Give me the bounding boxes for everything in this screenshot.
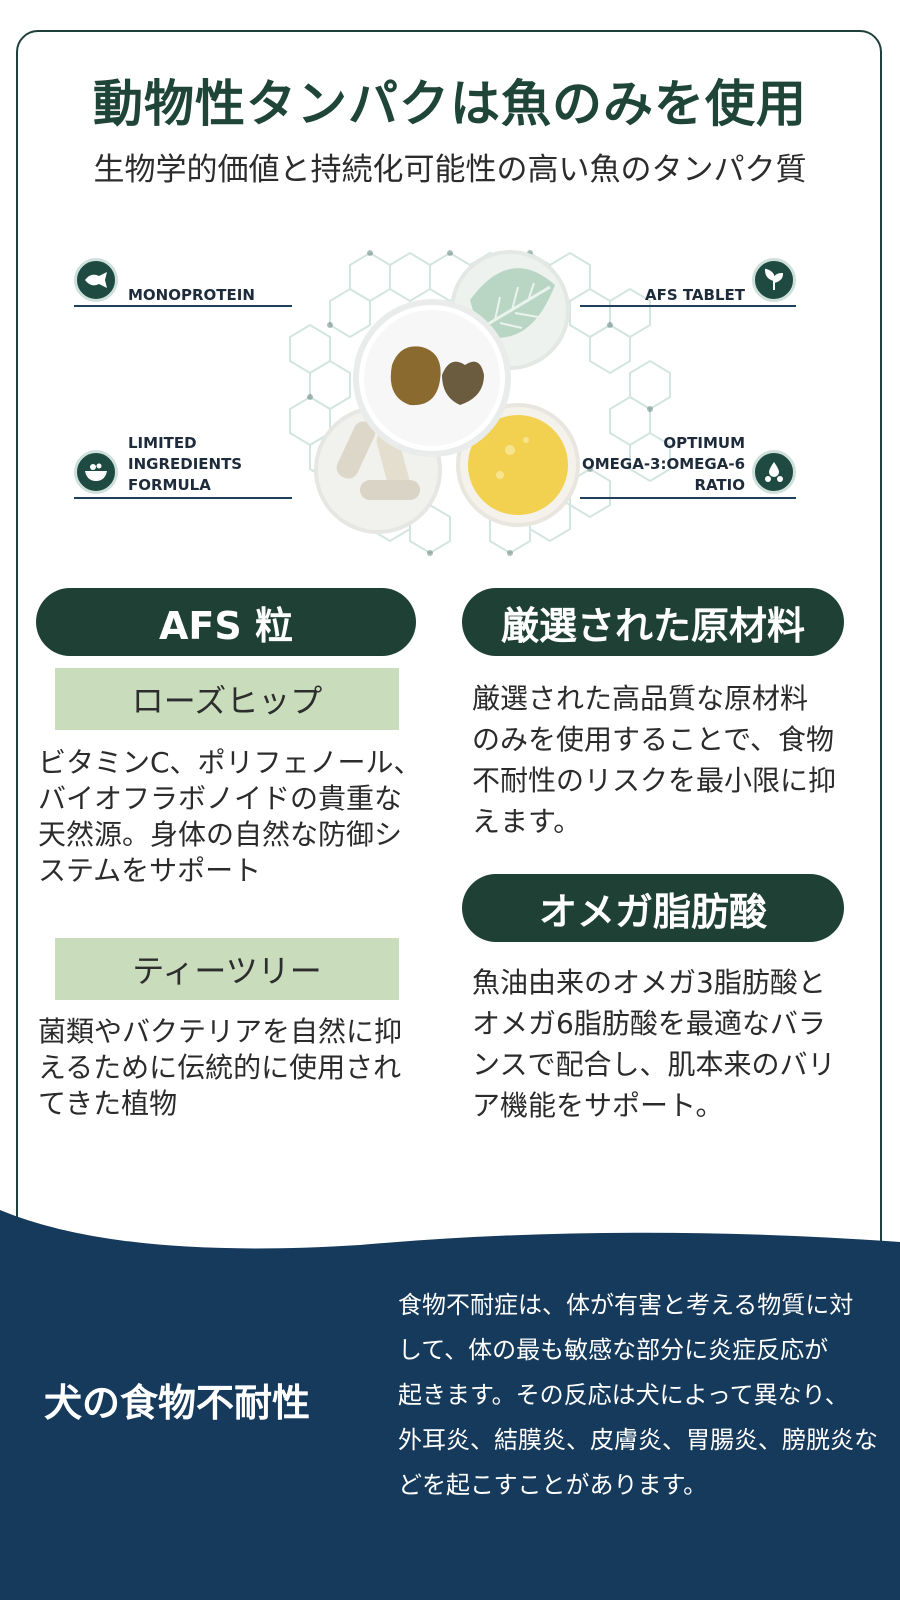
feature-omega-line-2: OMEGA-3:OMEGA-6 <box>581 455 745 473</box>
intolerance-line-3: 起きます。その反応は犬によって異なり、 <box>398 1381 849 1409</box>
intolerance-line-4: 外耳炎、結膜炎、皮膚炎、胃腸炎、膀胱炎な <box>398 1426 878 1454</box>
omega-heading: オメガ脂肪酸 <box>462 874 844 942</box>
plant-icon <box>752 258 796 302</box>
rosehip-line-2: バイオフラボノイドの貴重な <box>38 782 403 815</box>
hexagon-background <box>289 250 671 556</box>
feature-limited-line-1: LIMITED <box>128 434 197 452</box>
omega-description: 魚油由来のオメガ3脂肪酸と オメガ6脂肪酸を最適なバラ ンスで配合し、肌本来のバ… <box>472 962 835 1126</box>
intolerance-line-5: どを起こすことがあります。 <box>398 1471 708 1499</box>
intolerance-heading: 犬の食物不耐性 <box>44 1381 311 1425</box>
fish-icon <box>74 258 118 302</box>
ingredients-heading: 厳選された原材料 <box>462 588 844 656</box>
intolerance-line-2: して、体の最も敏感な部分に炎症反応が <box>398 1336 829 1364</box>
rosehip-line-1: ビタミンC、ポリフェノール、 <box>38 746 422 779</box>
omega-line-4: ア機能をサポート。 <box>472 1089 724 1122</box>
feature-omega-line-3: RATIO <box>694 476 745 494</box>
intolerance-line-1: 食物不耐症は、体が有害と考える物質に対 <box>398 1291 854 1319</box>
teatree-line-1: 菌類やバクテリアを自然に抑 <box>38 1015 403 1048</box>
divider <box>74 497 292 499</box>
omega-line-3: ンスで配合し、肌本来のバリ <box>472 1048 836 1081</box>
intolerance-description: 食物不耐症は、体が有害と考える物質に対 して、体の最も敏感な部分に炎症反応が 起… <box>398 1283 878 1508</box>
feature-monoprotein: MONOPROTEIN <box>128 286 255 304</box>
oil-drops-icon <box>752 450 796 494</box>
teatree-label: ティーツリー <box>55 938 399 1000</box>
feature-omega-ratio: OPTIMUM OMEGA-3:OMEGA-6 RATIO <box>582 433 745 496</box>
rosehip-line-3: 天然源。身体の自然な防御シ <box>38 818 403 851</box>
afs-heading: AFS 粒 <box>36 588 416 656</box>
feature-limited-ingredients: LIMITED INGREDIENTS FORMULA <box>128 433 242 496</box>
feature-limited-line-3: FORMULA <box>128 476 211 494</box>
ingredients-line-1: 厳選された高品質な原材料 <box>472 682 809 715</box>
teatree-line-2: えるために伝統的に使用され <box>38 1051 402 1084</box>
page-subtitle: 生物学的価値と持続化可能性の高い魚のタンパク質 <box>93 152 807 188</box>
feature-afs-tablet: AFS TABLET <box>644 286 745 304</box>
ingredients-line-4: えます。 <box>472 805 582 838</box>
omega-line-1: 魚油由来のオメガ3脂肪酸と <box>472 966 826 999</box>
teatree-description: 菌類やバクテリアを自然に抑 えるために伝統的に使用され てきた植物 <box>38 1014 402 1122</box>
divider <box>74 305 292 307</box>
mortar-icon <box>74 450 118 494</box>
divider <box>580 305 796 307</box>
teatree-line-3: てきた植物 <box>38 1087 178 1120</box>
ingredients-description: 厳選された高品質な原材料 のみを使用することで、食物 不耐性のリスクを最小限に抑… <box>472 678 836 842</box>
feature-limited-line-2: INGREDIENTS <box>128 455 243 473</box>
page-title: 動物性タンパクは魚のみを使用 <box>93 75 807 133</box>
omega-line-2: オメガ6脂肪酸を最適なバラ <box>472 1007 826 1040</box>
rosehip-line-4: ステムをサポート <box>38 854 262 887</box>
rosehip-label: ローズヒップ <box>55 668 399 730</box>
product-illustration: MONOPROTEIN AFS TABLET LIMITED INGREDIEN… <box>60 225 840 575</box>
ingredients-line-2: のみを使用することで、食物 <box>472 723 835 756</box>
rosehip-description: ビタミンC、ポリフェノール、 バイオフラボノイドの貴重な 天然源。身体の自然な防… <box>38 745 422 889</box>
feature-omega-line-1: OPTIMUM <box>663 434 745 452</box>
bottom-wave-band <box>0 1210 900 1600</box>
ingredients-line-3: 不耐性のリスクを最小限に抑 <box>472 764 837 797</box>
divider <box>580 497 796 499</box>
